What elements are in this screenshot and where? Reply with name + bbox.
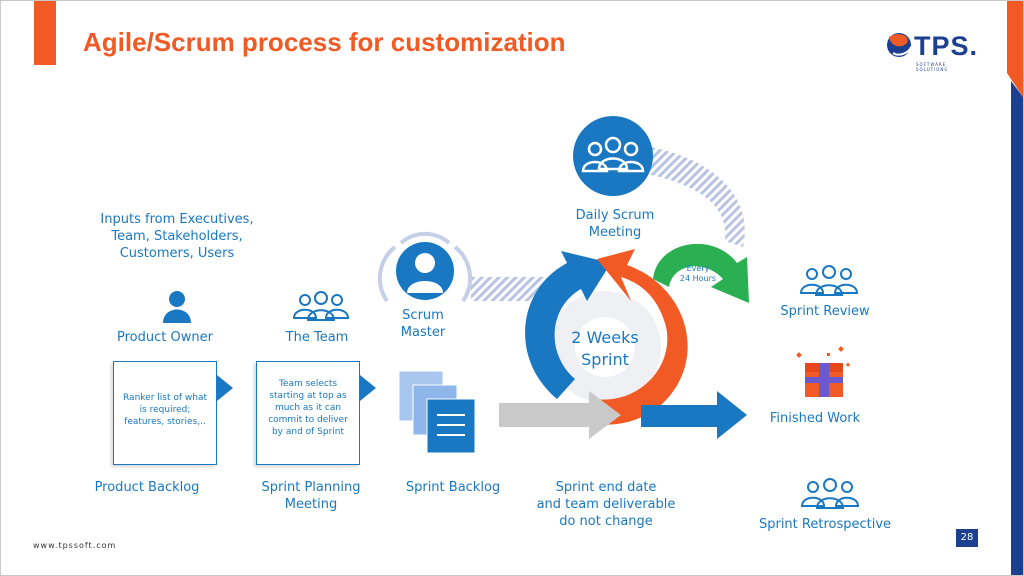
page-number: 28 <box>956 529 978 547</box>
the-team-label: The Team <box>285 330 349 345</box>
sprint-planning-card: Team selects starting at top as much as … <box>256 361 360 465</box>
blue-cycle-arc <box>525 251 611 399</box>
product-backlog-card-tab <box>217 375 233 401</box>
edge-stripe-navy <box>1011 81 1023 575</box>
sprint-planning-label: Sprint Planning Meeting <box>261 480 361 512</box>
finished-work-label: Finished Work <box>769 411 861 426</box>
product-owner-label: Product Owner <box>117 330 213 345</box>
gift-box-icon <box>796 346 851 397</box>
product-backlog-card-text: Ranker list of what is required; feature… <box>123 393 207 427</box>
tps-logo: TPS. SOFTWARE SOLUTIONS <box>884 31 979 72</box>
inputs-label: Inputs from Executives, Team, Stakeholde… <box>100 212 254 261</box>
blue-finish-arrow <box>641 391 747 439</box>
gear-icon <box>549 291 661 403</box>
title-accent-bar <box>34 1 56 65</box>
edge-stripe-orange <box>1007 1 1023 97</box>
daily-hatched-arc <box>641 145 745 247</box>
product-owner-person-icon <box>163 291 191 323</box>
logo-subtitle: SOFTWARE SOLUTIONS <box>916 62 948 72</box>
sprint-planning-card-tab <box>360 375 376 401</box>
scrum-master-avatar-icon <box>377 231 473 303</box>
every-24-hours-label: Every 24 Hours <box>679 264 717 283</box>
footer-url: www.tpssoft.com <box>33 541 117 550</box>
sprint-planning-card-text: Team selects starting at top as much as … <box>268 379 348 437</box>
orange-cycle-arc <box>591 249 688 425</box>
product-backlog-card: Ranker list of what is required; feature… <box>113 361 217 465</box>
sprint-review-label: Sprint Review <box>780 304 870 319</box>
sprint-retrospective-label: Sprint Retrospective <box>758 517 892 532</box>
sprint-review-group-icon <box>799 265 859 296</box>
sprint-backlog-document-stack-icon <box>398 370 476 454</box>
tps-logo-globe-icon <box>887 33 912 57</box>
daily-scrum-group-icon <box>573 116 653 196</box>
gray-sprint-arrow <box>499 391 621 439</box>
scrum-master-label: Scrum Master <box>400 308 446 340</box>
daily-scrum-label: Daily Scrum Meeting <box>575 208 655 240</box>
logo-text: TPS. <box>914 31 979 61</box>
slide-title: Agile/Scrum process for customization <box>83 27 566 57</box>
sprint-center-label: 2 Weeks Sprint <box>571 328 639 369</box>
team-group-icon <box>292 291 350 321</box>
sprint-end-label: Sprint end date and team deliverable do … <box>536 480 676 529</box>
sprint-backlog-label: Sprint Backlog <box>405 480 501 495</box>
sprint-retro-group-icon <box>800 478 860 509</box>
product-backlog-label: Product Backlog <box>94 480 200 495</box>
green-cycle-arrow <box>653 243 749 303</box>
